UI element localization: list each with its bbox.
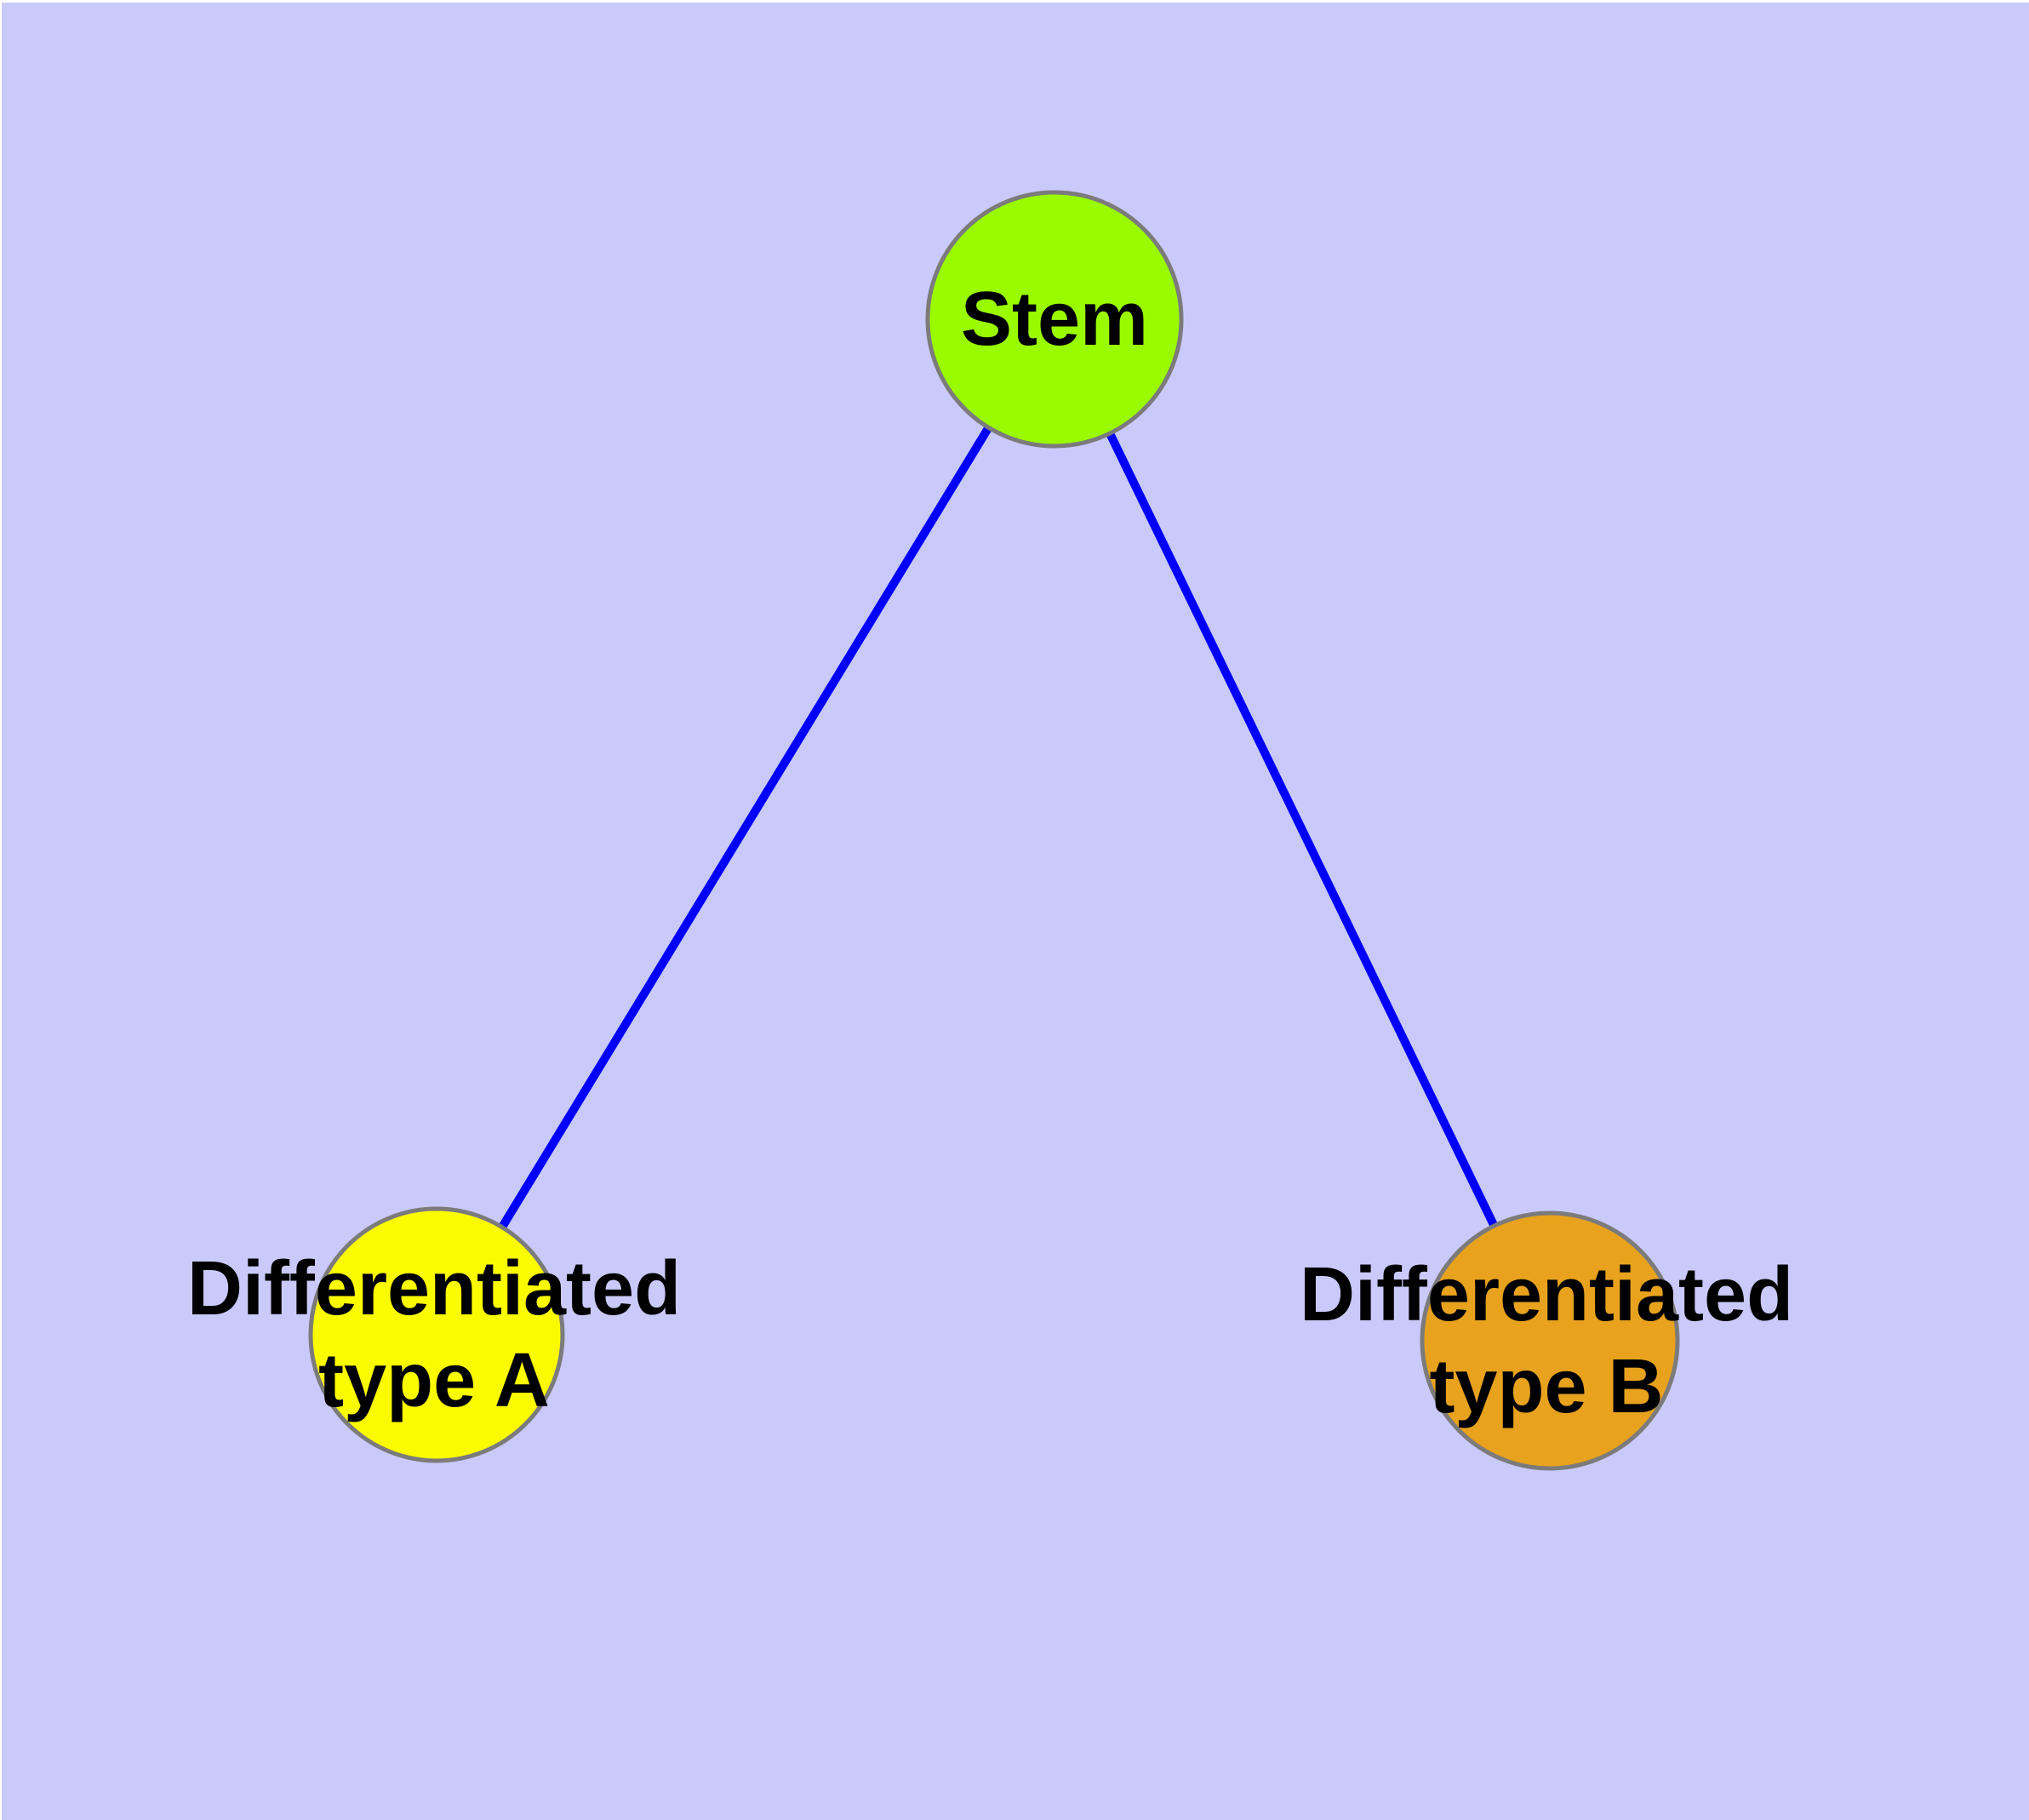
node-label-type-a: Differentiated type A [187,1243,681,1427]
node-label-type-b-line1: Differentiated [1299,1252,1794,1337]
node-label-type-a-line2: type A [318,1338,550,1423]
graph-canvas: Stem Differentiated type A Differentiate… [2,3,2029,1820]
edge-stem-to-type-b [1050,317,1554,1343]
node-label-type-a-line1: Differentiated [186,1246,682,1331]
node-label-stem: Stem [960,277,1149,362]
node-differentiated-type-b [1420,1210,1680,1471]
edge-stem-to-type-a [432,317,1059,1337]
node-stem [925,190,1184,449]
graph-svg [308,190,1680,1471]
node-label-type-b-line2: type B [1429,1344,1664,1429]
node-differentiated-type-a [308,1206,565,1463]
node-label-type-b: Differentiated type B [1300,1249,1793,1433]
